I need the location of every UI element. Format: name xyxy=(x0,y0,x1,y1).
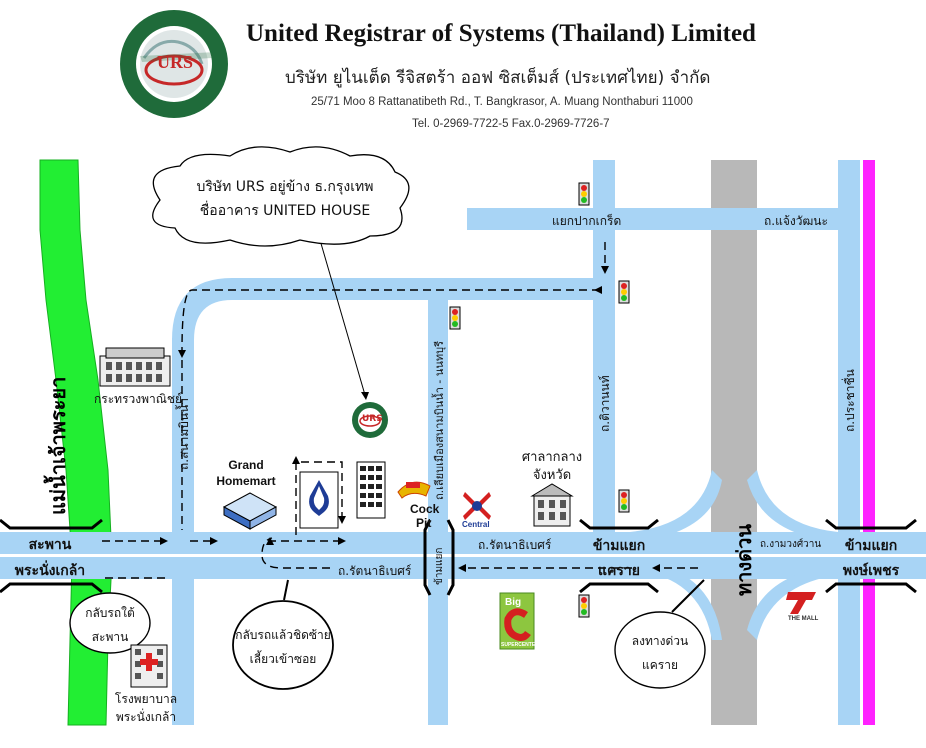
company-contact: Tel. 0-2969-7722-5 Fax.0-2969-7726-7 xyxy=(412,118,610,130)
chaengwattana-road-label: ถ.แจ้งวัฒนะ xyxy=(764,214,828,228)
hospital-icon xyxy=(130,644,168,688)
turn-back-bridge-label-2: สะพาน xyxy=(91,630,129,644)
tiwanon-road xyxy=(593,160,615,540)
provincial-hall-label-2: จังหวัด xyxy=(532,468,572,483)
callout-cloud xyxy=(152,146,410,247)
kham-yaek-label: ข้ามแยก xyxy=(434,547,445,585)
urs-small-logo-icon xyxy=(352,402,388,438)
liap-mueang-road-label: ถ.เลียบเมืองสนามบินน้ำ - นนทบุรี xyxy=(433,340,446,500)
sanambinnam-road-label: ถ.สนามบินน้ำ xyxy=(177,397,191,470)
rattanathibet-north xyxy=(0,532,926,554)
pak-kret-junction-label: แยกปากเกร็ด xyxy=(552,214,622,228)
provincial-hall-label-1: ศาลากลาง xyxy=(521,450,583,465)
phong-phet-label-1: ข้ามแยก xyxy=(844,538,898,554)
logo-center-text: URS xyxy=(156,52,193,72)
central-icon xyxy=(463,492,491,520)
khae-rai-label-1: ข้ามแยก xyxy=(592,538,646,554)
urs-logo xyxy=(118,8,230,120)
uturn-label-1: กลับรถแล้วชิดซ้าย xyxy=(235,628,331,642)
expressway-label: ทางด่วน xyxy=(732,523,756,596)
ramp-east-n xyxy=(747,470,838,542)
bridge-label-2: พระนั่งเกล้า xyxy=(14,563,86,579)
exit-expressway-label-1: ลงทางด่วน xyxy=(631,634,689,648)
upper-connector-road xyxy=(232,278,615,300)
sanambinnam-curve xyxy=(172,278,232,340)
expressway-road xyxy=(711,160,757,725)
provincial-hall-icon xyxy=(530,483,574,527)
big-c-label: Big xyxy=(505,597,522,608)
cockpit-icon xyxy=(397,481,431,499)
big-c-icon xyxy=(499,592,535,650)
grand-homemart-label-1: Grand xyxy=(228,458,264,472)
company-name-en: United Registrar of Systems (Thailand) L… xyxy=(246,20,756,47)
ministry-commerce-label: กระทรวงพาณิชย์ xyxy=(94,392,183,406)
grand-homemart-label-2: Homemart xyxy=(216,474,276,488)
bangkok-bank-icon xyxy=(299,471,339,529)
hospital-label-1: โรงพยาบาล xyxy=(114,692,178,706)
callout-line-1: บริษัท URS อยู่ข้าง ธ.กรุงเทพ xyxy=(196,179,374,195)
prachachuen-road-label: ถ.ประชาชื่น xyxy=(843,369,857,432)
uturn-label-2: เลี้ยวเข้าซอย xyxy=(249,652,317,666)
ramp-north xyxy=(630,470,722,542)
phong-phet-label-2: พงษ์เพชร xyxy=(842,563,900,579)
ministry-building-icon xyxy=(99,347,171,387)
callout-line-2: ชื่ออาคาร UNITED HOUSE xyxy=(199,203,371,219)
company-name-th: บริษัท ยูไนเต็ด รีจิสตร้า ออฟ ซิสเต็มส์ … xyxy=(285,68,711,88)
cockpit-label-1: Cock xyxy=(410,502,440,516)
grand-homemart-icon xyxy=(222,492,278,530)
urs-small-logo-text: URS xyxy=(362,414,383,424)
united-house-building-icon xyxy=(356,461,386,519)
traffic-light-icons xyxy=(449,182,630,618)
turn-back-bridge-label-1: กลับรถใต้ xyxy=(85,606,135,620)
bridge-label-1: สะพาน xyxy=(28,537,72,553)
chaengwattana-road xyxy=(467,208,860,230)
ramp-south xyxy=(630,560,722,640)
ramp-east-s xyxy=(747,566,838,640)
central-label: Central xyxy=(462,520,490,529)
liap-mueang-road xyxy=(428,300,448,725)
hospital-label-2: พระนั่งเกล้า xyxy=(115,710,177,724)
big-c-sub-label: SUPERCENTER xyxy=(501,642,539,648)
rattanathibet-road-label-upper: ถ.รัตนาธิเบศร์ xyxy=(478,538,552,552)
company-address: 25/71 Moo 8 Rattanatibeth Rd., T. Bangkr… xyxy=(311,96,693,108)
ngamwongwan-road-label: ถ.งามวงศ์วาน xyxy=(760,539,822,550)
the-mall-label: THE MALL xyxy=(788,616,819,622)
cockpit-label-2: Pit xyxy=(416,516,432,530)
sanambinnam-road xyxy=(172,338,194,725)
khae-rai-label-2: แคราย xyxy=(598,563,640,579)
prachachuen-road xyxy=(838,160,860,725)
rattanathibet-road-label-lower: ถ.รัตนาธิเบศร์ xyxy=(338,564,412,578)
rail-line xyxy=(863,160,875,725)
exit-expressway-label-2: แคราย xyxy=(642,658,678,672)
river-label: แม่น้ำเจ้าพระยา xyxy=(46,376,70,515)
tiwanon-road-label: ถ.ติวานนท์ xyxy=(598,375,612,432)
the-mall-icon xyxy=(786,592,816,614)
